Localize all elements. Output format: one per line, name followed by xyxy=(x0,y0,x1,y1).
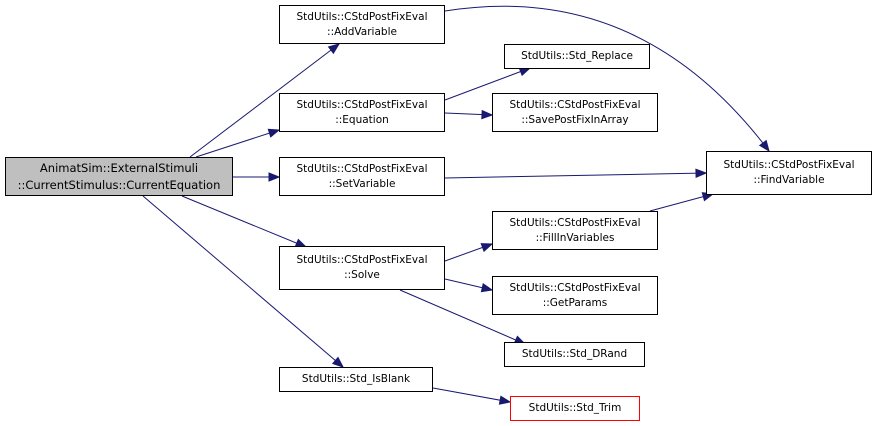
node-line: ::FillInVariables xyxy=(535,231,615,244)
edge-fill-in-variables-to-find-variable xyxy=(649,192,715,212)
node-is-blank[interactable]: StdUtils::Std_IsBlank xyxy=(279,367,433,392)
edge-arrowhead xyxy=(498,395,512,405)
node-line: StdUtils::Std_Replace xyxy=(521,50,633,62)
edge-arrowhead xyxy=(331,356,345,368)
edge-line xyxy=(444,67,531,101)
edge-arrowhead xyxy=(481,109,494,120)
node-line: StdUtils::Std_Trim xyxy=(528,402,622,414)
node-line: StdUtils::Std_IsBlank xyxy=(301,373,411,385)
edge-equation-to-std-replace xyxy=(444,67,532,101)
edge-current-equation-to-set-variable xyxy=(233,172,281,182)
edge-equation-to-save-postfix xyxy=(444,109,494,120)
edge-current-equation-to-add-variable xyxy=(189,43,341,158)
edge-current-equation-to-equation xyxy=(195,128,281,158)
edge-line xyxy=(399,289,526,345)
edge-set-variable-to-find-variable xyxy=(444,168,708,179)
node-line: ::AddVariable xyxy=(327,25,397,38)
edge-current-equation-to-is-blank xyxy=(142,195,345,368)
edge-arrowhead xyxy=(480,282,494,293)
node-line: ::FindVariable xyxy=(753,174,825,186)
node-find-variable[interactable]: StdUtils::CStdPostFixEval ::FindVariable xyxy=(706,151,872,195)
edge-line xyxy=(432,387,511,403)
node-line: ::SavePostFixInArray xyxy=(521,113,629,126)
node-line: StdUtils::CStdPostFixEval xyxy=(296,254,428,266)
node-set-variable[interactable]: StdUtils::CStdPostFixEval ::SetVariable xyxy=(279,157,445,196)
node-add-variable[interactable]: StdUtils::CStdPostFixEval ::AddVariable xyxy=(279,5,445,44)
node-get-params[interactable]: StdUtils::CStdPostFixEval ::GetParams xyxy=(492,276,658,315)
node-current-equation[interactable]: AnimatSim::ExternalStimuli ::CurrentStim… xyxy=(5,157,233,196)
edge-solve-to-get-params xyxy=(444,278,494,293)
node-line: ::CurrentStimulus::CurrentEquation xyxy=(17,177,221,192)
edge-arrowhead xyxy=(268,172,281,182)
node-line: ::SetVariable xyxy=(328,177,396,190)
node-line: StdUtils::CStdPostFixEval xyxy=(509,281,641,294)
edge-is-blank-to-std-trim xyxy=(432,387,512,405)
edge-line xyxy=(142,195,344,368)
node-std-replace[interactable]: StdUtils::Std_Replace xyxy=(504,44,650,69)
node-line: ::GetParams xyxy=(542,296,608,309)
edge-line xyxy=(181,195,307,248)
edge-line xyxy=(195,129,280,158)
node-line: StdUtils::CStdPostFixEval xyxy=(723,159,855,171)
node-line: StdUtils::CStdPostFixEval xyxy=(296,162,428,175)
edge-arrowhead xyxy=(758,139,770,153)
node-equation[interactable]: StdUtils::CStdPostFixEval ::Equation xyxy=(279,93,445,132)
node-line: ::Equation xyxy=(335,113,389,126)
edge-arrowhead xyxy=(695,168,708,178)
node-line: StdUtils::CStdPostFixEval xyxy=(296,10,428,23)
node-std-drand[interactable]: StdUtils::Std_DRand xyxy=(504,342,645,367)
edge-line xyxy=(189,43,340,158)
node-line: StdUtils::CStdPostFixEval xyxy=(509,216,641,229)
edge-arrowhead xyxy=(267,128,281,138)
edge-arrowhead xyxy=(480,243,494,253)
node-solve[interactable]: StdUtils::CStdPostFixEval ::Solve xyxy=(279,246,445,290)
edge-current-equation-to-solve xyxy=(181,195,308,248)
node-fill-in-variables[interactable]: StdUtils::CStdPostFixEval ::FillInVariab… xyxy=(492,211,658,250)
node-line: StdUtils::CStdPostFixEval xyxy=(296,98,428,111)
edge-solve-to-fill-in-variables xyxy=(444,243,494,262)
node-line: StdUtils::CStdPostFixEval xyxy=(509,98,641,111)
node-line: ::Solve xyxy=(344,269,380,281)
node-std-trim[interactable]: StdUtils::Std_Trim xyxy=(510,396,640,421)
edge-add-variable-to-find-variable xyxy=(444,5,770,153)
edge-line xyxy=(444,5,770,152)
edge-line xyxy=(444,172,707,179)
node-line: AnimatSim::ExternalStimuli xyxy=(39,160,199,175)
node-line: StdUtils::Std_DRand xyxy=(521,348,628,360)
node-save-postfix-in-array[interactable]: StdUtils::CStdPostFixEval ::SavePostFixI… xyxy=(492,93,658,132)
edge-line xyxy=(649,193,714,212)
edge-arrowhead xyxy=(327,43,341,55)
